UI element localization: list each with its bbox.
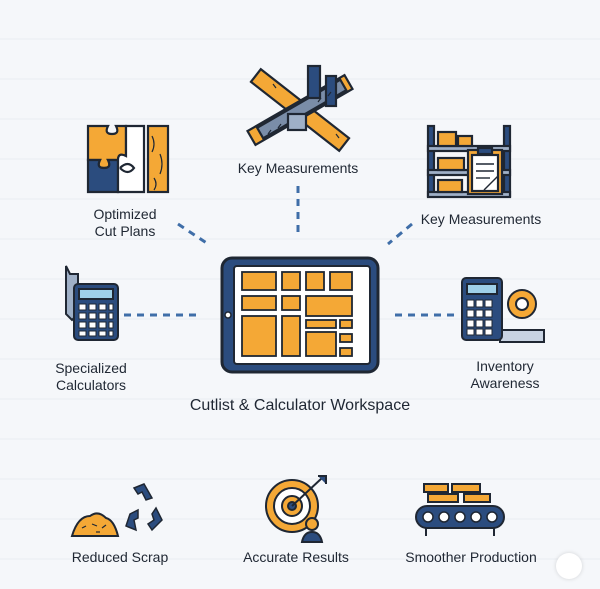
label-key-measurements-right: Key Measurements	[420, 211, 542, 227]
outcome-reduced-scrap	[68, 480, 168, 540]
conveyor-icon	[415, 483, 505, 536]
label-key-measurements-top: Key Measurements	[237, 160, 359, 176]
measure-node-top	[245, 64, 358, 154]
connector-top-left	[177, 222, 209, 246]
label-smoother-production: Smoother Production	[405, 549, 537, 565]
calculator-icon	[65, 265, 119, 341]
puzzle-plank-icon	[86, 124, 170, 194]
inventory-node	[460, 276, 548, 348]
target-icon	[265, 475, 327, 543]
shelf-clipboard-icon	[426, 124, 512, 199]
scrap-pile-icon	[70, 483, 163, 537]
outcome-smoother-production	[412, 480, 508, 538]
ruler-caliper-icon	[245, 64, 355, 153]
connector-top-right	[387, 222, 413, 246]
tablet-icon	[220, 256, 380, 374]
outcome-accurate-results	[262, 474, 332, 544]
calculator-tape-icon	[461, 277, 545, 343]
tablet-workspace	[220, 256, 380, 374]
inventory-shelf-node	[424, 124, 514, 199]
center-title: Cutlist & Calculator Workspace	[189, 397, 411, 414]
corner-badge	[556, 553, 582, 579]
cut-plans-node	[86, 124, 172, 194]
calculator-node	[56, 264, 122, 342]
label-reduced-scrap: Reduced Scrap	[71, 549, 169, 565]
label-accurate-results: Accurate Results	[243, 549, 349, 565]
